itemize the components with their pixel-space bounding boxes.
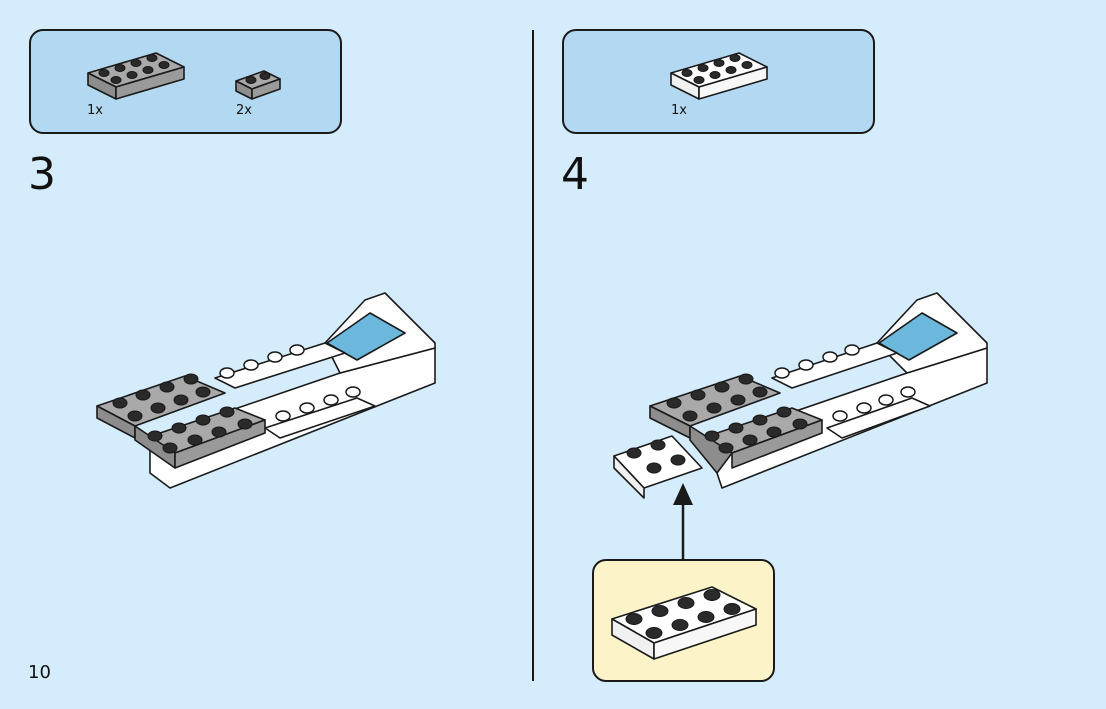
part-qty: 1x	[671, 103, 687, 118]
grey-plate-1x2-icon	[235, 70, 281, 100]
step-number: 4	[561, 149, 589, 200]
part-qty: 2x	[236, 103, 252, 118]
step-number: 3	[28, 149, 56, 200]
parts-list-step-4: 1x	[562, 29, 875, 134]
white-plate-2x4-icon	[611, 586, 757, 660]
parts-list-step-3: 1x 2x	[29, 29, 342, 134]
step-4-assembly-illustration	[613, 292, 988, 499]
white-plate-2x4-icon	[670, 52, 768, 100]
part-qty: 1x	[87, 103, 103, 118]
step-3-assembly-illustration	[96, 292, 436, 489]
grey-plate-2x4-icon	[87, 52, 185, 100]
new-part-callout	[592, 559, 775, 682]
placement-arrow-icon	[673, 483, 693, 561]
step-divider	[532, 30, 534, 681]
page-number: 10	[28, 662, 51, 683]
